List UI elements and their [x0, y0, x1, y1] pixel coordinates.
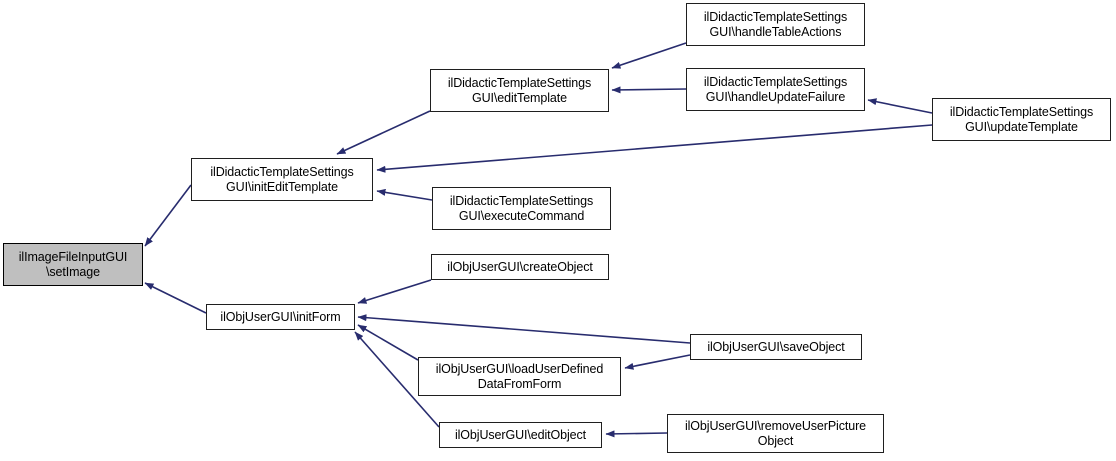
graph-node-label: ilDidacticTemplateSettings GUI\handleTab… [703, 9, 848, 39]
graph-edge-saveObject-to-initForm [357, 314, 691, 344]
graph-edge-removeUserPictureObject-to-editObject [605, 430, 668, 438]
graph-node-initEditTemplate[interactable]: ilDidacticTemplateSettings GUI\initEditT… [191, 158, 373, 201]
graph-node-initForm[interactable]: ilObjUserGUI\initForm [206, 304, 355, 330]
graph-node-handleTableActions[interactable]: ilDidacticTemplateSettings GUI\handleTab… [686, 3, 865, 46]
graph-node-label: ilObjUserGUI\initForm [220, 309, 341, 324]
graph-edge-handleUpdateFailure-to-editTemplate [611, 86, 687, 94]
graph-node-label: ilImageFileInputGUI \setImage [18, 249, 128, 279]
graph-edge-loadUserDefinedDataFromForm-to-initForm [357, 324, 419, 361]
graph-node-executeCommand[interactable]: ilDidacticTemplateSettings GUI\executeCo… [432, 187, 611, 230]
graph-edge-createObject-to-initForm [357, 279, 432, 304]
graph-node-label: ilDidacticTemplateSettings GUI\updateTem… [949, 104, 1094, 134]
graph-node-editTemplate[interactable]: ilDidacticTemplateSettings GUI\editTempl… [430, 69, 609, 112]
graph-node-label: ilObjUserGUI\editObject [454, 427, 587, 442]
graph-edge-initForm-to-setImage [144, 282, 207, 314]
graph-edge-handleTableActions-to-editTemplate [611, 42, 687, 69]
graph-node-removeUserPictureObject[interactable]: ilObjUserGUI\removeUserPicture Object [667, 414, 884, 453]
graph-edge-editTemplate-to-initEditTemplate [336, 110, 431, 155]
graph-node-handleUpdateFailure[interactable]: ilDidacticTemplateSettings GUI\handleUpd… [686, 68, 865, 111]
graph-node-setImage[interactable]: ilImageFileInputGUI \setImage [3, 243, 143, 286]
graph-node-saveObject[interactable]: ilObjUserGUI\saveObject [690, 334, 862, 360]
graph-node-editObject[interactable]: ilObjUserGUI\editObject [439, 422, 602, 448]
graph-node-label: ilDidacticTemplateSettings GUI\editTempl… [447, 75, 592, 105]
graph-node-label: ilDidacticTemplateSettings GUI\executeCo… [449, 193, 594, 223]
graph-edge-updateTemplate-to-initEditTemplate [376, 124, 933, 173]
graph-node-createObject[interactable]: ilObjUserGUI\createObject [431, 254, 609, 280]
graph-node-updateTemplate[interactable]: ilDidacticTemplateSettings GUI\updateTem… [932, 98, 1111, 141]
graph-edge-saveObject-to-loadUserDefinedDataFromForm [624, 354, 691, 370]
graph-edge-initEditTemplate-to-setImage [144, 184, 192, 247]
graph-edge-updateTemplate-to-handleUpdateFailure [867, 98, 933, 114]
graph-node-label: ilDidacticTemplateSettings GUI\handleUpd… [703, 74, 848, 104]
graph-node-label: ilObjUserGUI\createObject [447, 259, 593, 274]
graph-node-label: ilObjUserGUI\loadUserDefined DataFromFor… [435, 361, 604, 391]
graph-node-label: ilObjUserGUI\removeUserPicture Object [684, 418, 867, 448]
graph-node-label: ilObjUserGUI\saveObject [707, 339, 845, 354]
graph-node-loadUserDefinedDataFromForm[interactable]: ilObjUserGUI\loadUserDefined DataFromFor… [418, 357, 621, 396]
graph-node-label: ilDidacticTemplateSettings GUI\initEditT… [210, 164, 354, 194]
graph-edge-executeCommand-to-initEditTemplate [376, 188, 433, 201]
